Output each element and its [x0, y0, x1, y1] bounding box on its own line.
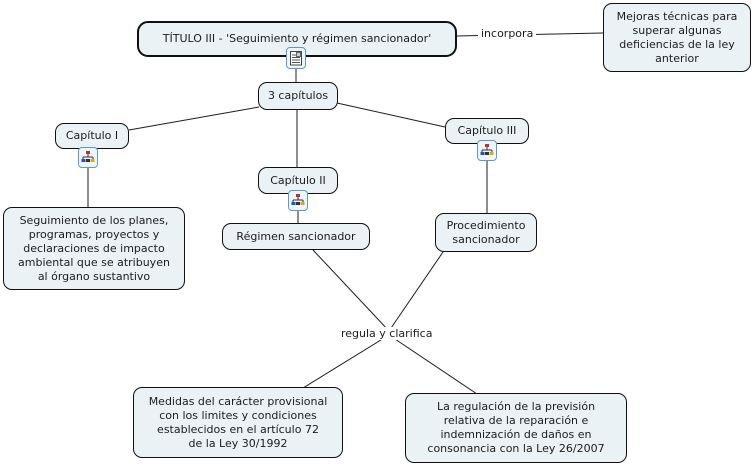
- org-chart-icon[interactable]: [288, 190, 308, 211]
- concept-capitulo-i[interactable]: Capítulo I: [55, 123, 129, 149]
- concept-procedimiento-sancionador[interactable]: Procedimiento sancionador: [435, 213, 537, 252]
- org-chart-icon-glyph: [291, 193, 305, 205]
- concept-3-capitulos[interactable]: 3 capítulos: [258, 82, 338, 110]
- concept-regulacion-prevision[interactable]: La regulación de la previsión relativa d…: [405, 393, 627, 463]
- concept-mejoras-tecnicas[interactable]: Mejoras técnicas para superar algunas de…: [603, 3, 751, 72]
- link-label-regula-y-clarifica[interactable]: regula y clarifica: [338, 327, 436, 340]
- link-label-incorpora[interactable]: incorpora: [478, 27, 537, 40]
- concept-capitulo-iii[interactable]: Capítulo III: [445, 118, 529, 144]
- concept-capitulo-ii[interactable]: Capítulo II: [258, 167, 338, 194]
- org-chart-icon-glyph: [480, 143, 494, 155]
- note-icon-glyph: [290, 50, 302, 65]
- org-chart-icon[interactable]: [78, 147, 98, 168]
- org-chart-icon[interactable]: [477, 140, 497, 161]
- note-icon[interactable]: [286, 47, 306, 69]
- org-chart-icon-glyph: [81, 150, 95, 162]
- concept-medidas-provisionales[interactable]: Medidas del carácter provisional con los…: [133, 387, 343, 458]
- concept-seguimiento[interactable]: Seguimiento de los planes, programas, pr…: [3, 207, 185, 290]
- concept-regimen-sancionador[interactable]: Régimen sancionador: [222, 223, 370, 250]
